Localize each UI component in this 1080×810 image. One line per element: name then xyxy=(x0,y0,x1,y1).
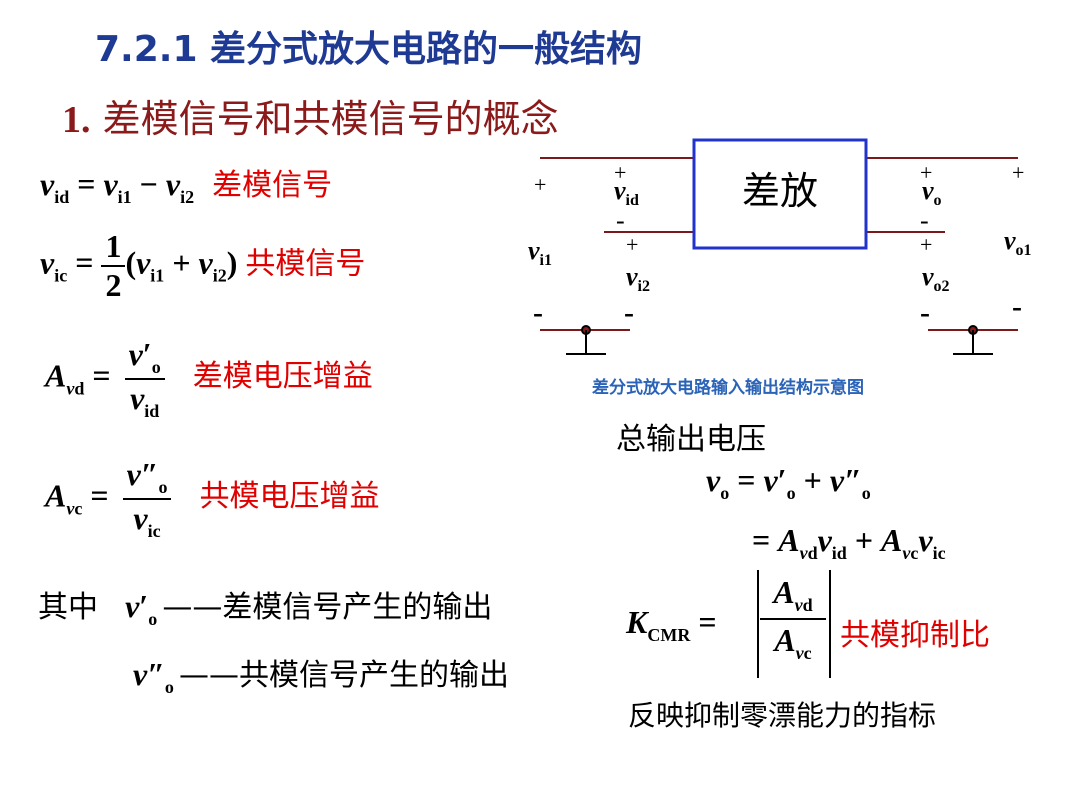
fraction-avc: v″o vic xyxy=(122,456,172,542)
minus-vi2: - xyxy=(624,296,634,329)
diff-signal-label: 差模信号 xyxy=(212,168,333,203)
fraction-denominator: 2 xyxy=(105,267,122,303)
label-vo2: vo2 xyxy=(922,262,950,295)
plus-vo2: + xyxy=(920,232,933,257)
plus-vo1: + xyxy=(1012,160,1025,185)
label-vi2: vi2 xyxy=(626,262,650,295)
label-vid: vid xyxy=(614,176,639,209)
minus-vid: - xyxy=(616,206,625,235)
subsection-title: 1. 差模信号和共模信号的概念 xyxy=(62,88,559,143)
diff-gain-label: 差模电压增益 xyxy=(192,359,373,395)
fraction-kcmr: Avd Avc xyxy=(760,574,826,664)
common-signal-label: 共模信号 xyxy=(245,246,366,282)
formula-vo-sum: vo = v′o + v″o xyxy=(706,462,871,503)
diagram-caption: 差分式放大电路输入输出结构示意图 xyxy=(592,378,864,398)
fraction-avd: v′o vid xyxy=(124,336,165,422)
where-line-1: 其中 v′o ——差模信号产生的输出 xyxy=(38,588,493,629)
minus-vo: - xyxy=(920,206,929,235)
diff-amp-block xyxy=(692,138,868,250)
label-vi1: vi1 xyxy=(528,236,552,269)
minus-vi1: - xyxy=(533,296,543,329)
cmrr-label: 共模抑制比 xyxy=(840,618,990,653)
minus-vo1: - xyxy=(1012,290,1022,323)
formula-vic: vic = 1 2 (vi1 + vi2) 共模信号 xyxy=(40,228,366,304)
block-label: 差放 xyxy=(741,169,818,213)
total-output-label: 总输出电压 xyxy=(616,422,766,457)
fraction-half: 1 2 xyxy=(101,228,126,304)
formula-avd: Avd = v′o vid 差模电压增益 xyxy=(45,336,373,422)
where-label: 其中 xyxy=(38,590,98,625)
formula-kcmr-lhs: KCMR = xyxy=(626,604,717,645)
plus-vo: + xyxy=(920,160,933,185)
plus-vi2: + xyxy=(626,232,639,257)
section-title: 7.2.1 差分式放大电路的一般结构 xyxy=(95,20,642,72)
formula-avc: Avc = v″o vic 共模电压增益 xyxy=(45,456,380,542)
section-title-text: 差分式放大电路的一般结构 xyxy=(210,29,643,70)
subsection-number: 1. xyxy=(62,99,91,141)
label-vo1: vo1 xyxy=(1004,226,1032,259)
subsection-title-text: 差模信号和共模信号的概念 xyxy=(102,97,559,141)
formula-vid: vid = vi1 − vi2 差模信号 xyxy=(40,166,333,207)
fraction-numerator: 1 xyxy=(101,228,126,267)
plus-vi1: + xyxy=(534,172,547,197)
diff-output-desc: ——差模信号产生的输出 xyxy=(162,590,493,625)
common-gain-label: 共模电压增益 xyxy=(199,479,380,515)
section-number: 7.2.1 xyxy=(95,29,198,70)
absolute-value-bars xyxy=(757,570,831,678)
where-line-2: v″o ——共模信号产生的输出 xyxy=(133,656,509,697)
label-vo: vo xyxy=(922,176,942,209)
common-output-desc: ——共模信号产生的输出 xyxy=(178,658,509,693)
formula-vo-gain: = Avdvid + Avcvic xyxy=(752,522,946,563)
cmrr-description: 反映抑制零漂能力的指标 xyxy=(628,699,937,732)
minus-vo2: - xyxy=(920,296,930,329)
plus-vid: + xyxy=(614,160,627,185)
